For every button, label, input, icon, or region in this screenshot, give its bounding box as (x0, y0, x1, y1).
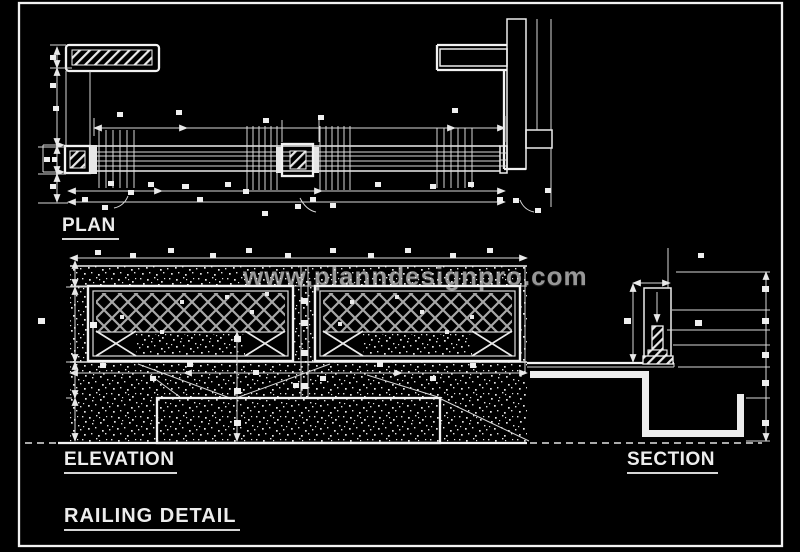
drawing-title: RAILING DETAIL (64, 506, 240, 531)
plan-dimensions (38, 44, 535, 213)
elevation-dim-text-blobs (38, 248, 493, 426)
section-baluster (642, 325, 674, 365)
elevation-panel-2 (313, 284, 522, 363)
section-view-label: SECTION (627, 450, 718, 474)
section-step-channel (530, 371, 744, 437)
section-view (527, 248, 770, 444)
elevation-slope-lines (137, 363, 530, 442)
plan-column-middle (276, 142, 319, 178)
drawing-frame (17, 1, 784, 548)
plan-view-label: PLAN (62, 216, 119, 240)
watermark: www.planndesignpro.com (243, 261, 588, 291)
section-dim-text-blobs (624, 253, 769, 426)
plan-dim-text-blobs (44, 55, 551, 216)
elevation-view (25, 248, 530, 445)
plan-view (38, 18, 553, 216)
plan-column-left (63, 144, 97, 175)
plan-balusters (98, 126, 473, 190)
elevation-panel-1 (86, 284, 295, 363)
plan-wall-left (64, 43, 161, 146)
plan-wall-right (435, 18, 553, 207)
elevation-view-label: ELEVATION (64, 450, 178, 474)
elevation-speckles (120, 292, 474, 334)
